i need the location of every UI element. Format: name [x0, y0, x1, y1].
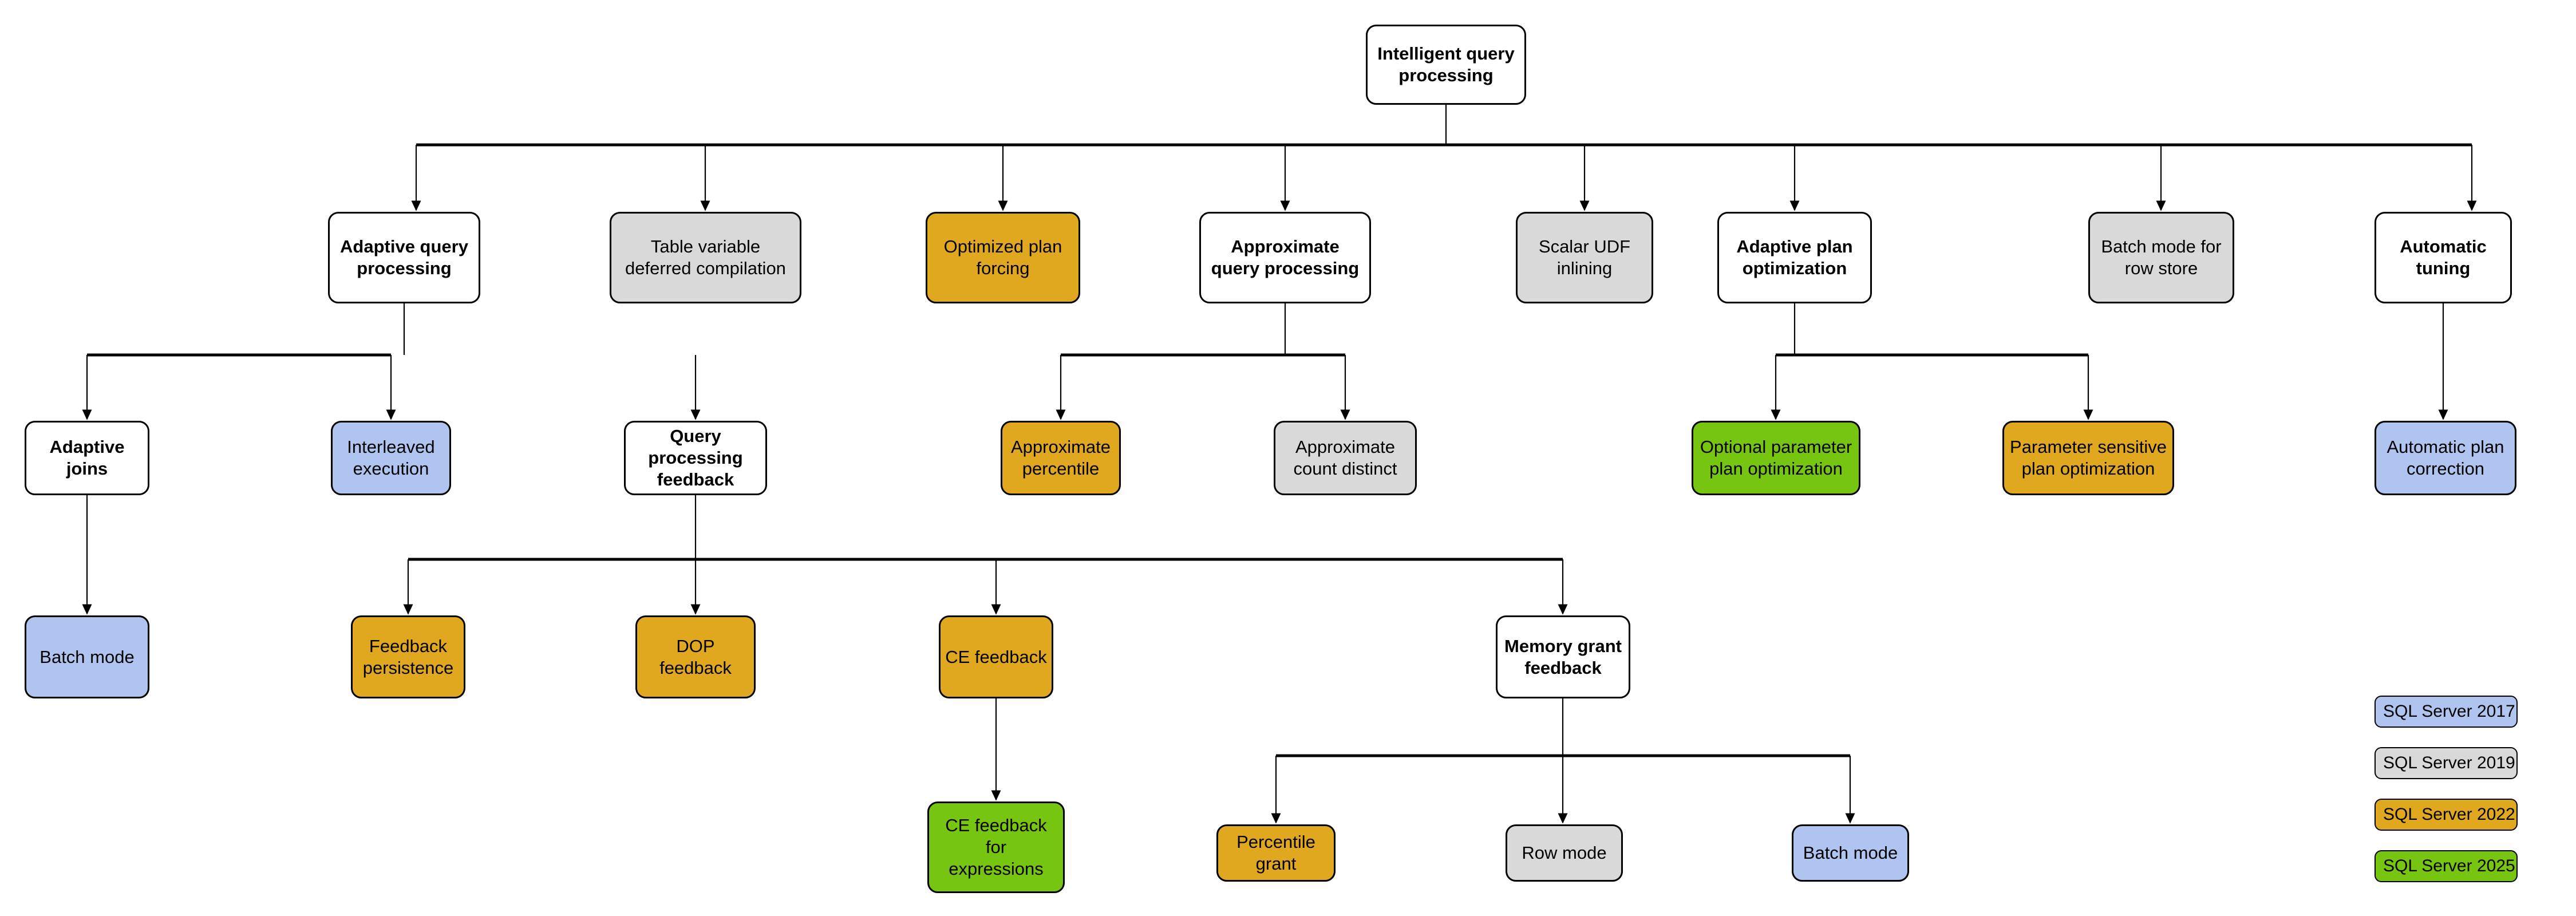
node-root[interactable]: Intelligent query processing: [1366, 25, 1526, 105]
node-label: Batch mode for row store: [2101, 236, 2222, 278]
legend-item-label: SQL Server 2022: [2383, 805, 2515, 824]
node-at[interactable]: Automatic tuning: [2374, 212, 2512, 303]
node-aj[interactable]: Adaptive joins: [25, 421, 149, 495]
node-label: DOP feedback: [659, 635, 732, 678]
node-pg[interactable]: Percentile grant: [1216, 824, 1336, 882]
node-bmrs[interactable]: Batch mode for row store: [2088, 212, 2234, 303]
node-label: Adaptive joins: [49, 437, 125, 479]
node-label: Intelligent query processing: [1377, 44, 1515, 85]
legend-item-label: SQL Server 2025: [2383, 856, 2515, 875]
node-mgf[interactable]: Memory grant feedback: [1496, 615, 1630, 698]
node-label: Feedback persistence: [362, 635, 454, 678]
node-oppo[interactable]: Optional parameter plan optimization: [1692, 421, 1860, 495]
node-label: Batch mode: [39, 646, 135, 667]
node-label: Optimized plan forcing: [943, 236, 1062, 278]
node-label: Parameter sensitive plan optimization: [2010, 437, 2167, 479]
node-pspo[interactable]: Parameter sensitive plan optimization: [2002, 421, 2174, 495]
node-label: Approximate count distinct: [1293, 437, 1397, 479]
node-opf[interactable]: Optimized plan forcing: [926, 212, 1080, 303]
legend-item-1[interactable]: SQL Server 2019: [2374, 747, 2518, 779]
node-ap[interactable]: Approximate percentile: [1001, 421, 1121, 495]
node-label: Query processing feedback: [648, 426, 743, 489]
node-bm1[interactable]: Batch mode: [25, 615, 149, 698]
node-label: Percentile grant: [1236, 832, 1315, 874]
legend-item-2[interactable]: SQL Server 2022: [2374, 799, 2518, 831]
node-label: Table variable deferred compilation: [625, 236, 786, 278]
node-label: Batch mode: [1803, 843, 1898, 863]
node-label: Interleaved execution: [347, 437, 435, 479]
node-label: CE feedback: [945, 646, 1047, 667]
node-bm2[interactable]: Batch mode: [1792, 824, 1909, 882]
node-sudf[interactable]: Scalar UDF inlining: [1516, 212, 1653, 303]
legend-item-3[interactable]: SQL Server 2025: [2374, 850, 2518, 882]
node-tvdc[interactable]: Table variable deferred compilation: [610, 212, 801, 303]
node-cef[interactable]: CE feedback: [939, 615, 1053, 698]
node-acd[interactable]: Approximate count distinct: [1274, 421, 1417, 495]
node-label: Approximate query processing: [1211, 236, 1360, 278]
node-label: Scalar UDF inlining: [1538, 236, 1631, 278]
node-label: Automatic plan correction: [2387, 437, 2504, 479]
node-label: Optional parameter plan optimization: [1700, 437, 1852, 479]
node-fp[interactable]: Feedback persistence: [351, 615, 465, 698]
node-label: Approximate percentile: [1010, 437, 1111, 479]
node-cefe[interactable]: CE feedback for expressions: [927, 802, 1065, 893]
node-label: Memory grant feedback: [1504, 635, 1622, 678]
node-label: CE feedback for expressions: [945, 815, 1047, 879]
legend-item-0[interactable]: SQL Server 2017: [2374, 696, 2518, 728]
node-label: Row mode: [1522, 843, 1607, 863]
node-apq[interactable]: Approximate query processing: [1199, 212, 1371, 303]
node-ie[interactable]: Interleaved execution: [331, 421, 451, 495]
node-label: Adaptive query processing: [340, 236, 468, 278]
node-dopf[interactable]: DOP feedback: [635, 615, 756, 698]
node-label: Automatic tuning: [2400, 236, 2487, 278]
node-apo[interactable]: Adaptive plan optimization: [1717, 212, 1872, 303]
legend-item-label: SQL Server 2017: [2383, 702, 2515, 721]
legend-item-label: SQL Server 2019: [2383, 753, 2515, 772]
node-aqp[interactable]: Adaptive query processing: [328, 212, 480, 303]
node-apc[interactable]: Automatic plan correction: [2374, 421, 2516, 495]
node-label: Adaptive plan optimization: [1736, 236, 1853, 278]
node-rm[interactable]: Row mode: [1506, 824, 1623, 882]
node-qpf[interactable]: Query processing feedback: [624, 421, 767, 495]
